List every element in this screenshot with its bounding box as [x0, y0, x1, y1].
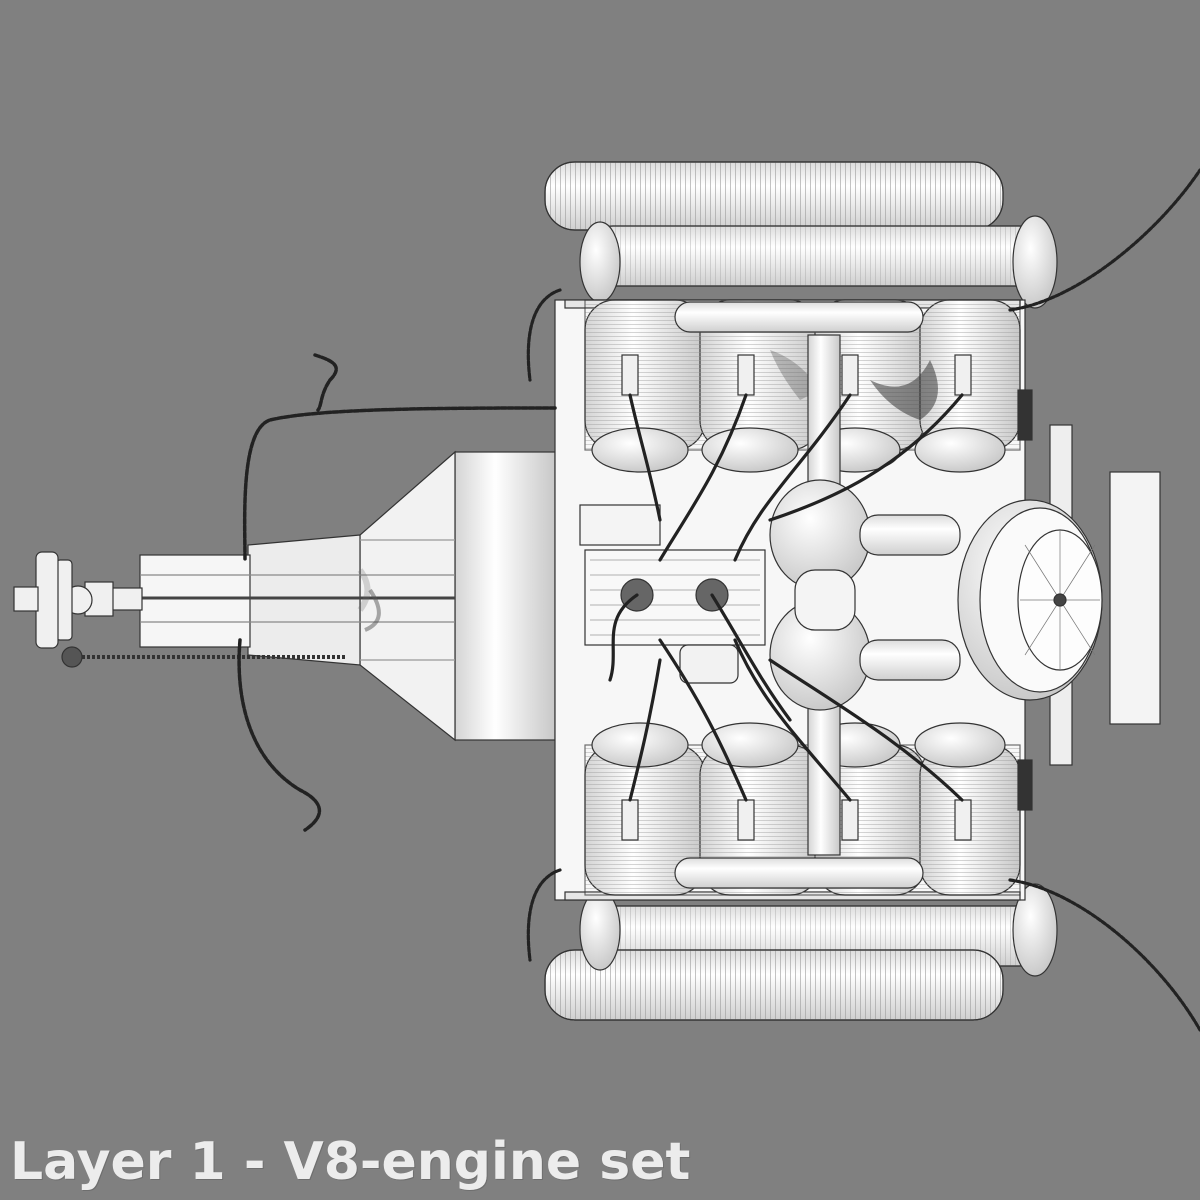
output-yoke [13, 551, 345, 668]
ignition-wires [526, 168, 1200, 1032]
cylinder-bank-top [584, 299, 1021, 473]
transmission [139, 450, 556, 742]
intake-manifold [579, 334, 961, 856]
loose-cable [237, 353, 557, 832]
caption-title: Layer 1 - V8-engine set [10, 1132, 691, 1192]
cylinder-bank-bottom [584, 722, 1021, 896]
air-cleaner [957, 389, 1161, 811]
header-tubes [544, 161, 1058, 1021]
